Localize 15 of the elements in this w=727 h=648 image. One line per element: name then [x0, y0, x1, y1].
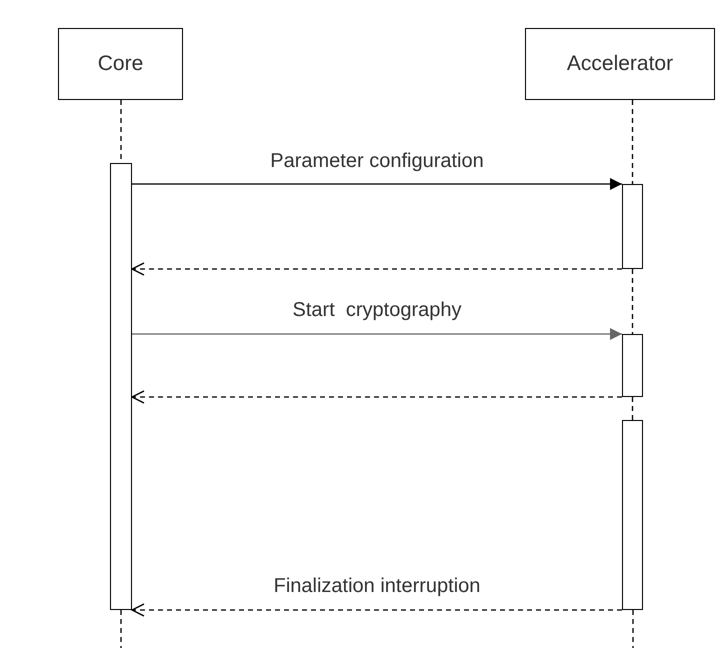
participant-box: Core	[58, 28, 183, 100]
activation-bar	[622, 334, 643, 397]
activation-bar	[622, 184, 643, 269]
activation-bar	[622, 420, 643, 610]
message-arrow	[131, 262, 622, 276]
activation-bar	[110, 163, 132, 610]
participant-box: Accelerator	[525, 28, 715, 100]
lifeline	[632, 100, 634, 184]
message-arrow	[132, 328, 622, 340]
message-label: Start cryptography	[290, 299, 464, 321]
message-arrow	[131, 390, 622, 404]
message-arrow	[132, 178, 622, 190]
lifeline	[632, 397, 634, 420]
lifeline	[632, 269, 634, 334]
message-arrow	[131, 603, 622, 617]
